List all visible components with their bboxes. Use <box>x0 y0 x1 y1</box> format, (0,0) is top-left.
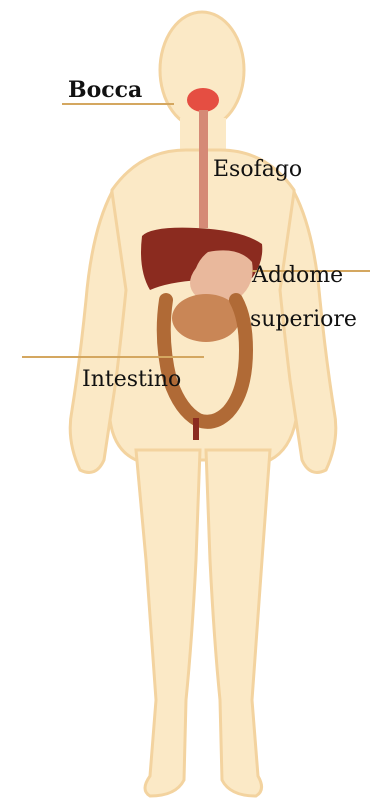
label-esofago: Esofago <box>213 158 302 182</box>
bocca-leader-line <box>62 103 174 105</box>
esophagus-icon <box>199 110 208 228</box>
label-intestino: Intestino <box>82 368 181 392</box>
intestino-leader-line <box>22 356 204 358</box>
label-bocca: Bocca <box>68 78 142 102</box>
label-addome-line2: superiore <box>250 308 357 332</box>
label-addome-line1: Addome <box>252 264 343 288</box>
mouth-icon <box>187 88 219 112</box>
